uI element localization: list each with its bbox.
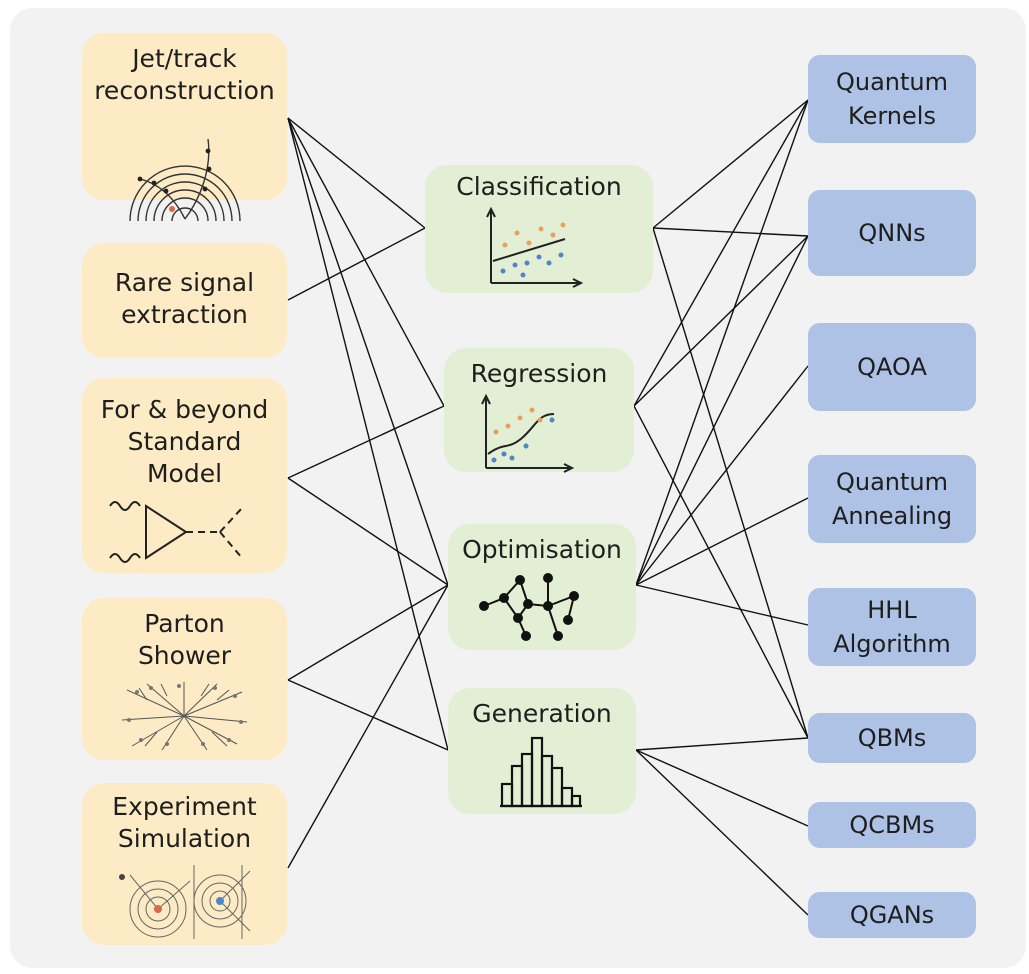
link-opt-qk: [635, 99, 809, 586]
link-jet-regr: [287, 117, 445, 407]
task-classification: Classification: [425, 165, 653, 293]
detector-event-icon: [119, 865, 251, 939]
app-jet: Jet/track reconstruction: [82, 33, 287, 222]
algo-quantum-annealing-label: Quantum Annealing: [831, 468, 953, 530]
link-sim-opt: [287, 584, 449, 869]
algo-qnns: QNNs: [808, 190, 976, 276]
link-jet-gen: [287, 117, 449, 751]
app-sim: Experiment Simulation: [82, 783, 287, 945]
algo-qgans-label: QGANs: [849, 901, 935, 929]
link-regr-qnn: [633, 235, 809, 407]
link-parton-gen: [287, 679, 449, 751]
app-bsm-label: For & beyond Standard Model: [100, 395, 269, 488]
link-opt-qnn: [635, 235, 809, 586]
app-bsm: For & beyond Standard Model: [82, 378, 287, 573]
algo-qcbms-label: QCBMs: [849, 811, 935, 839]
app-rare-label: Rare signal extraction: [114, 268, 255, 329]
link-bsm-opt: [287, 477, 449, 586]
link-jet-class: [287, 117, 426, 229]
track-reconstruction-icon: [129, 138, 241, 222]
histogram-icon: [500, 736, 582, 808]
algo-qaoa-label: QAOA: [857, 353, 927, 381]
link-opt-qaoa: [635, 365, 809, 586]
parton-shower-icon: [121, 682, 248, 751]
algo-qaoa: QAOA: [808, 323, 976, 411]
algo-quantum-kernels: Quantum Kernels: [808, 55, 976, 143]
link-parton-opt: [287, 584, 449, 681]
task-generation-label: Generation: [472, 699, 612, 728]
algo-quantum-annealing: Quantum Annealing: [808, 455, 976, 543]
algo-qnns-label: QNNs: [858, 219, 926, 247]
algo-qbms: QBMs: [808, 713, 976, 763]
link-class-qbm: [652, 227, 809, 739]
task-regression-label: Regression: [470, 359, 608, 388]
feynman-diagram-icon: [109, 501, 243, 563]
algo-qbms-label: QBMs: [857, 724, 927, 752]
algo-qgans: QGANs: [808, 892, 976, 938]
link-bsm-regr: [287, 405, 445, 479]
app-jet-label: Jet/track reconstruction: [94, 44, 275, 105]
algo-quantum-kernels-label: Quantum Kernels: [835, 68, 949, 130]
app-rare: Rare signal extraction: [82, 243, 287, 358]
regression-plot-icon: [481, 393, 575, 473]
link-opt-hhl: [635, 584, 809, 626]
algo-hhl: HHL Algorithm: [808, 588, 976, 666]
link-opt-qa: [635, 497, 809, 586]
algo-qcbms: QCBMs: [808, 802, 976, 848]
task-regression: Regression: [444, 348, 634, 473]
link-rare-class: [287, 227, 426, 301]
link-gen-qcbm: [635, 749, 809, 827]
link-class-qk: [652, 99, 809, 229]
task-classification-label: Classification: [456, 172, 622, 201]
graph-network-icon: [479, 573, 579, 641]
link-gen-qgan: [635, 749, 809, 916]
task-optimisation-label: Optimisation: [462, 535, 622, 564]
app-sim-label: Experiment Simulation: [112, 792, 257, 853]
app-parton: Parton Shower: [82, 598, 287, 760]
link-regr-qk: [633, 99, 809, 407]
classification-plot-icon: [486, 206, 584, 288]
task-optimisation: Optimisation: [448, 524, 636, 650]
link-class-qnn: [652, 227, 809, 237]
task-generation: Generation: [448, 688, 636, 814]
algo-hhl-label: HHL Algorithm: [833, 596, 951, 658]
app-parton-label: Parton Shower: [137, 609, 232, 670]
link-gen-qbm: [635, 737, 809, 751]
link-jet-opt: [287, 117, 449, 586]
link-regr-qbm: [633, 405, 809, 739]
